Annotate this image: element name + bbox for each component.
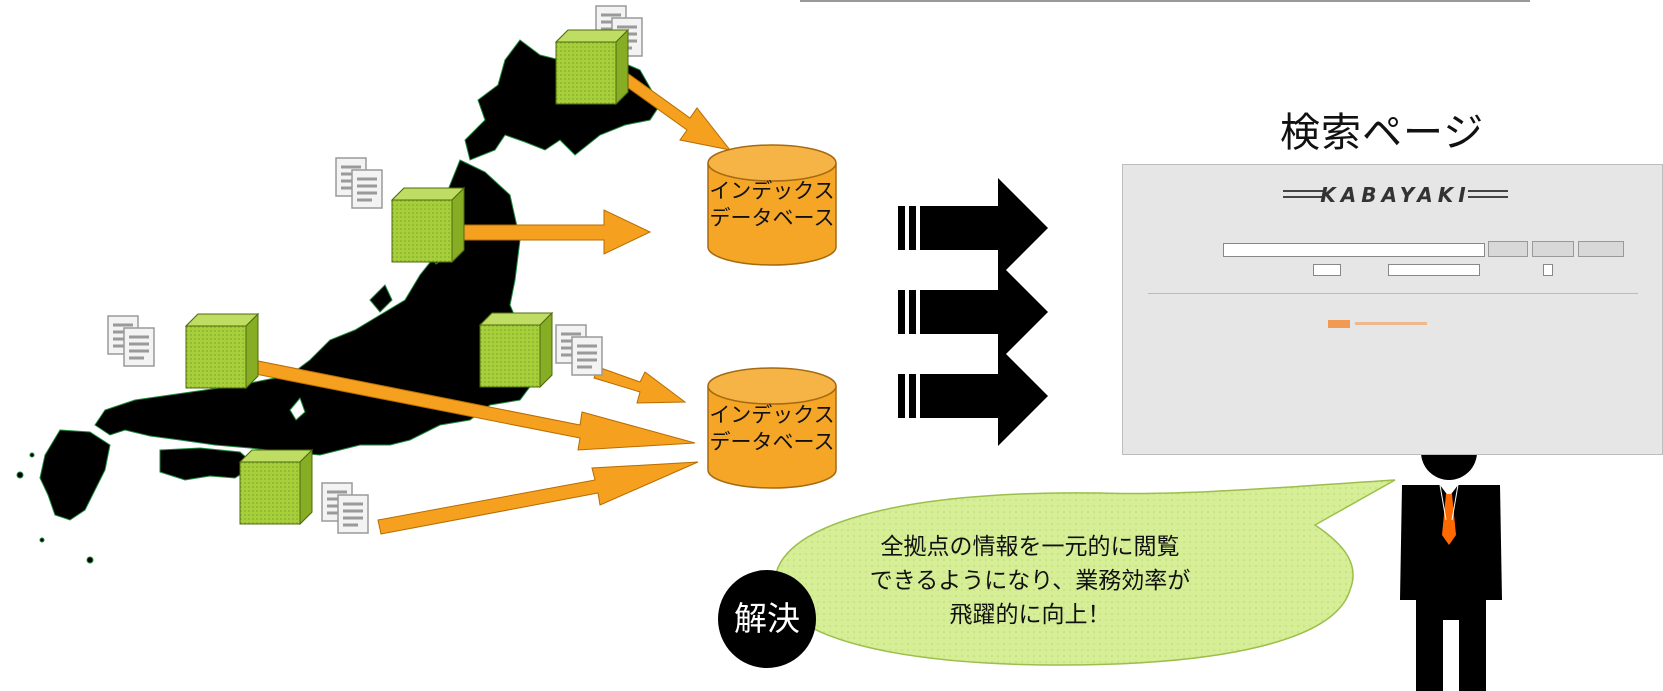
shikoku: [159, 447, 256, 481]
tie: [1442, 494, 1456, 545]
results-count-select[interactable]: [1313, 264, 1341, 276]
database-label-1-line1: インデックス: [709, 179, 835, 203]
divider: [1148, 293, 1638, 294]
big-arrow-middle: [898, 262, 1048, 362]
server-cube-shikoku: [239, 449, 313, 525]
advanced-search-button[interactable]: [1532, 241, 1574, 257]
speech-bubble-line-1: 全拠点の情報を一元的に閲覧: [880, 534, 1180, 560]
document-icon-kanto: [556, 325, 602, 375]
document-icon-shikoku: [322, 483, 368, 533]
speech-bubble-line-2: できるようになり、業務効率が: [869, 568, 1191, 594]
database-label-2: インデックス データベース: [702, 402, 842, 456]
arrow-tohoku-to-db1: [459, 209, 652, 255]
server-cube-tohoku: [391, 187, 465, 263]
document-icon-tohoku: [336, 158, 382, 208]
arrow-chugoku-to-db2: [239, 357, 696, 451]
search-help-button[interactable]: [1578, 241, 1624, 257]
orange-link-line: [1355, 322, 1427, 325]
big-arrow-top: [898, 178, 1048, 278]
speech-bubble: [774, 479, 1396, 666]
sort-select[interactable]: [1388, 264, 1480, 276]
kabayaki-logo-text: KABAYAKI: [1320, 183, 1471, 207]
document-icon-chugoku: [108, 316, 154, 366]
person-figure: [1400, 424, 1502, 691]
database-label-1: インデックス データベース: [702, 178, 842, 232]
arrow-kanto-to-db2: [593, 366, 687, 404]
database-cylinder-1: [707, 144, 837, 266]
kyushu: [39, 429, 111, 521]
database-label-1-line2: データベース: [709, 206, 835, 230]
server-cube-chugoku: [185, 313, 259, 389]
honshu-noto: [369, 284, 393, 313]
data-flow-arrows: [239, 61, 732, 535]
database-cylinder-2: [707, 367, 837, 489]
search-input[interactable]: [1223, 243, 1485, 257]
server-cube-hokkaido: [555, 29, 629, 105]
arrow-shikoku-to-db2: [377, 461, 699, 535]
orange-badge: [1328, 320, 1350, 328]
search-page-title: 検索ページ: [1280, 110, 1485, 156]
server-cube-kanto: [479, 312, 553, 388]
big-arrow-bottom: [898, 346, 1048, 446]
search-page-screenshot: KABAYAKI: [1122, 164, 1663, 455]
database-label-2-line2: データベース: [709, 430, 835, 454]
solution-badge: 解決: [718, 570, 816, 668]
database-label-2-line1: インデックス: [709, 403, 835, 427]
speech-bubble-line-3: 飛躍的に向上！: [949, 602, 1111, 628]
option-checkbox[interactable]: [1543, 264, 1553, 276]
kabayaki-logo: KABAYAKI: [1283, 183, 1508, 207]
search-button[interactable]: [1488, 241, 1528, 257]
speech-bubble-text: 全拠点の情報を一元的に閲覧 できるようになり、業務効率が 飛躍的に向上！: [860, 530, 1200, 632]
